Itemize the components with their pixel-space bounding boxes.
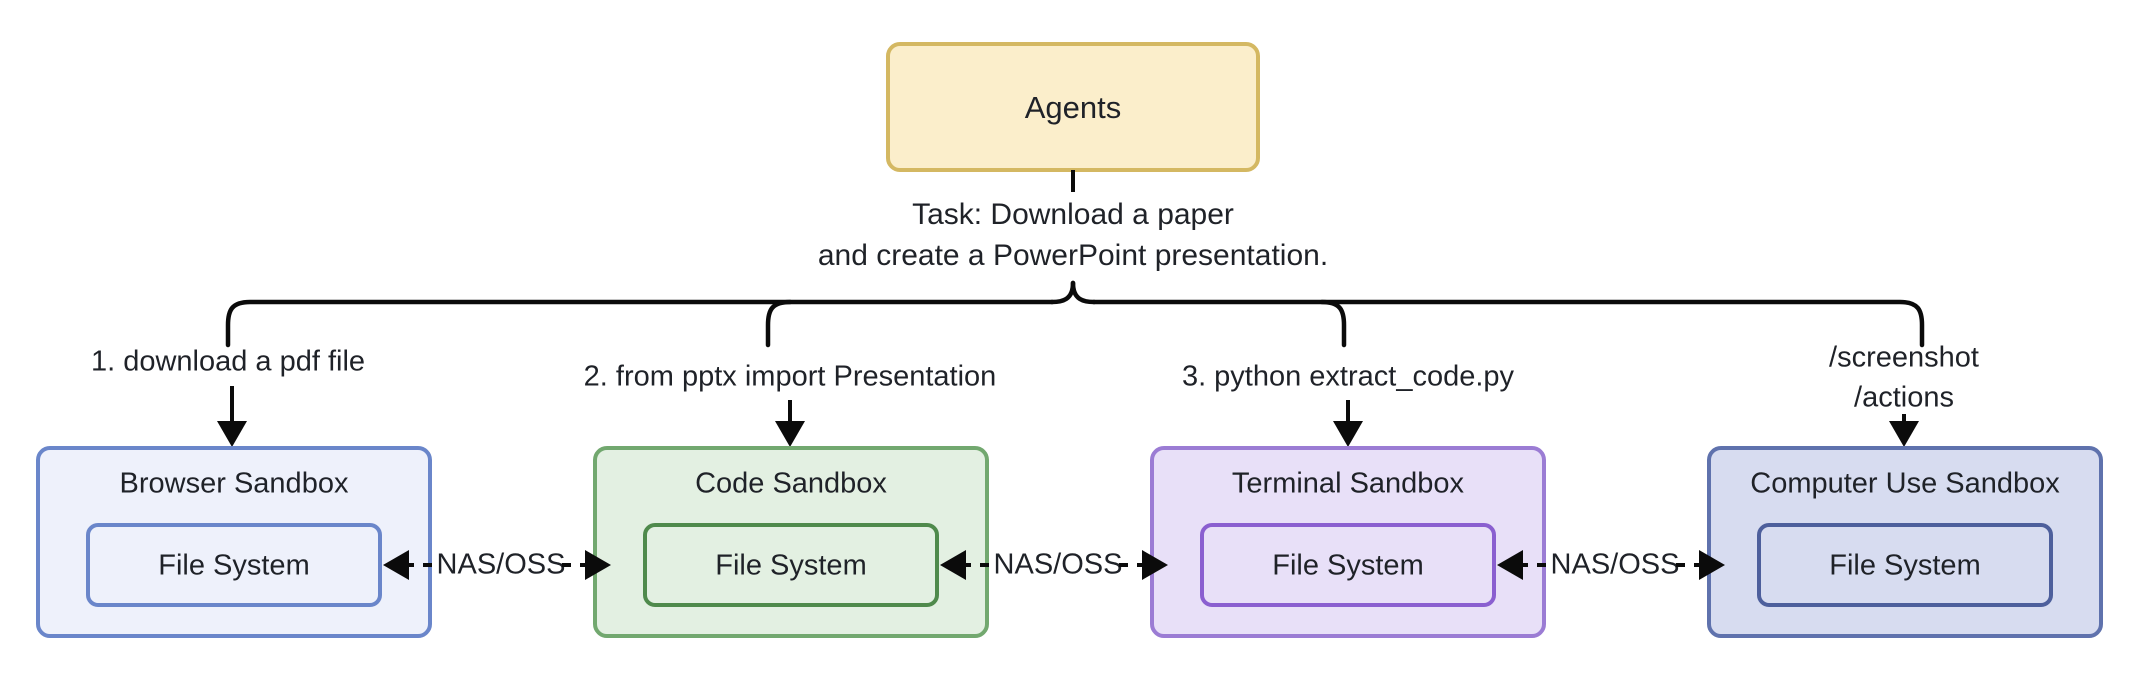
browser-sandbox-filesystem-label: File System [158, 550, 309, 582]
agents-node[interactable]: Agents [886, 42, 1260, 172]
browser-sandbox-label: Browser Sandbox [120, 468, 349, 500]
nas-oss-link-2: NAS/OSS [940, 549, 1168, 581]
branch-label-2: 2. from pptx import Presentation [584, 361, 997, 393]
computer-use-sandbox-filesystem-label: File System [1829, 550, 1980, 582]
computer-use-sandbox-filesystem-box[interactable] [1757, 523, 2053, 607]
nas-oss-link-3-label: NAS/OSS [1551, 549, 1680, 581]
nas-oss-link-1-label: NAS/OSS [437, 549, 566, 581]
branch-label-1: 1. download a pdf file [91, 346, 365, 378]
task-line-2: and create a PowerPoint presentation. [818, 239, 1328, 272]
task-description: Task: Download a paper and create a Powe… [818, 198, 1328, 272]
browser-sandbox[interactable]: Browser Sandbox File System [36, 446, 432, 638]
browser-sandbox-filesystem-box[interactable] [86, 523, 382, 607]
code-sandbox-filesystem-label: File System [715, 550, 866, 582]
computer-use-sandbox[interactable]: Computer Use Sandbox File System [1707, 446, 2103, 638]
branch-label-3: 3. python extract_code.py [1182, 361, 1515, 393]
agents-node-label: Agents [1025, 90, 1122, 125]
code-sandbox[interactable]: Code Sandbox File System [593, 446, 989, 638]
code-sandbox-filesystem-box[interactable] [643, 523, 939, 607]
terminal-sandbox-filesystem-label: File System [1272, 550, 1423, 582]
down-arrow-to-terminal-sandbox [1333, 400, 1363, 447]
terminal-sandbox[interactable]: Terminal Sandbox File System [1150, 446, 1546, 638]
nas-oss-link-2-label: NAS/OSS [994, 549, 1123, 581]
nas-oss-link-3: NAS/OSS [1497, 549, 1725, 581]
down-arrow-to-browser-sandbox [217, 386, 247, 447]
code-sandbox-label: Code Sandbox [695, 468, 887, 500]
down-arrow-to-code-sandbox [775, 400, 805, 447]
down-arrow-to-computer-use-sandbox [1889, 414, 1919, 447]
nas-oss-link-1: NAS/OSS [383, 549, 611, 581]
fanout-brace [225, 280, 1925, 348]
terminal-sandbox-label: Terminal Sandbox [1232, 468, 1465, 500]
task-line-1: Task: Download a paper [912, 198, 1234, 231]
computer-use-sandbox-label: Computer Use Sandbox [1750, 468, 2060, 500]
terminal-sandbox-filesystem-box[interactable] [1200, 523, 1496, 607]
branch-label-4-line-2: /actions [1854, 382, 1954, 414]
branch-label-4-line-1: /screenshot [1829, 342, 1979, 374]
